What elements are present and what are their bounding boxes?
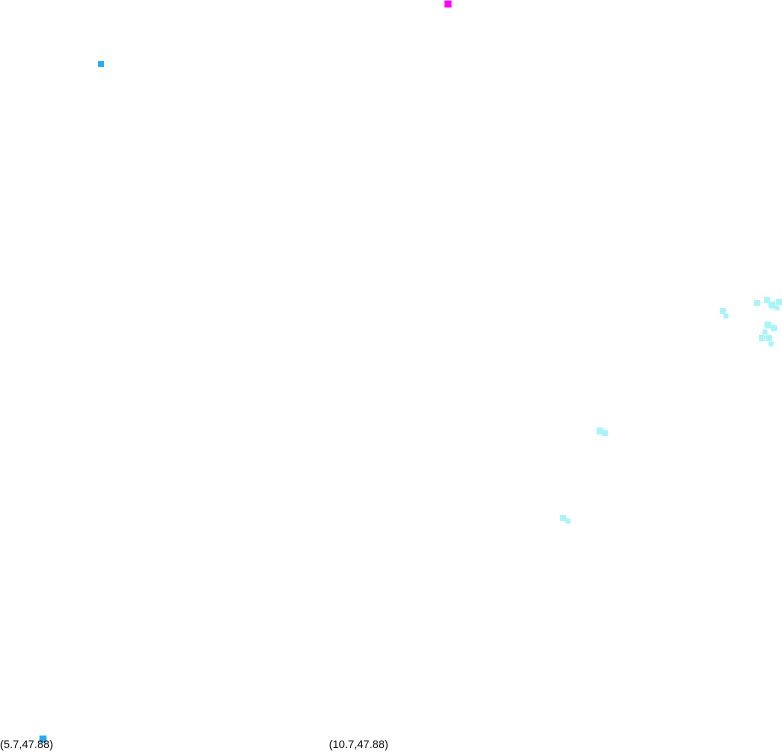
cyan-marker-7[interactable] [764,321,772,329]
cyan-marker-9[interactable] [759,335,765,341]
cyan-marker-14[interactable] [560,515,566,521]
cyan-marker-8[interactable] [771,325,777,331]
coordinate-label-bottom-mid: (10.7,47.88) [329,739,389,751]
cyan-marker-17[interactable] [762,329,768,335]
coordinate-label-bottom-left: (5.7,47.88) [0,739,54,751]
cyan-marker-15[interactable] [565,518,571,524]
cyan-marker-11[interactable] [768,341,774,347]
cyan-marker-5[interactable] [768,301,776,309]
cyan-marker-16[interactable] [774,305,780,311]
blue-marker-1[interactable] [98,61,104,67]
magenta-marker-1[interactable] [444,0,452,8]
cyan-marker-1[interactable] [720,308,726,314]
cyan-marker-13[interactable] [602,430,608,436]
light-blue-marker-1[interactable] [39,735,47,743]
cyan-marker-10[interactable] [766,335,772,341]
cyan-marker-3[interactable] [754,300,760,306]
map-markers [39,0,782,743]
cyan-marker-4[interactable] [764,297,770,303]
cyan-marker-2[interactable] [723,313,729,319]
cyan-marker-12[interactable] [596,427,604,435]
cyan-marker-6[interactable] [776,299,782,305]
